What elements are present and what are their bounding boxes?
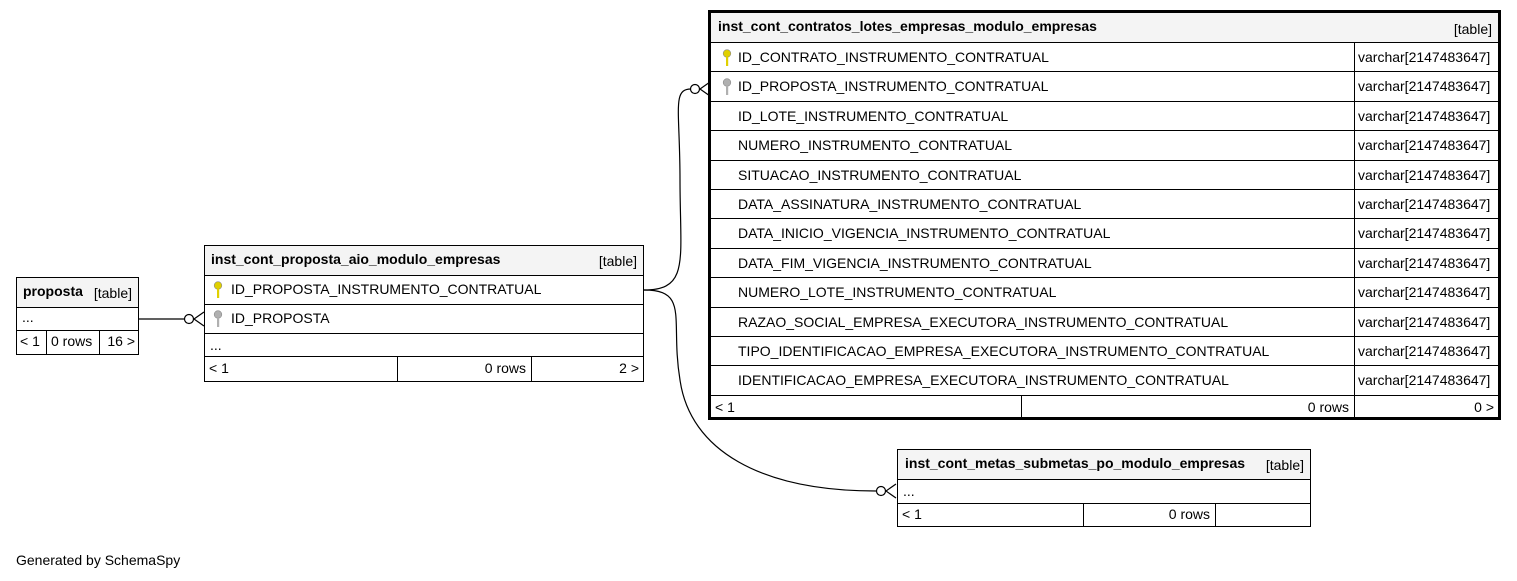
column-type: varchar[2147483647] bbox=[1358, 372, 1491, 389]
table-header: inst_cont_contratos_lotes_empresas_modul… bbox=[711, 13, 1498, 43]
primary-key-icon bbox=[722, 49, 732, 66]
footer-children: 0 > bbox=[1474, 399, 1494, 415]
ellipsis-row: ... bbox=[205, 334, 643, 357]
relationship-proposta-aio bbox=[139, 311, 205, 327]
column-type: varchar[2147483647] bbox=[1358, 313, 1491, 330]
divider bbox=[397, 357, 398, 381]
primary-key-icon bbox=[213, 281, 223, 298]
column-name: IDENTIFICACAO_EMPRESA_EXECUTORA_INSTRUME… bbox=[738, 372, 1229, 389]
column-divider bbox=[1354, 43, 1355, 418]
column-type: varchar[2147483647] bbox=[1358, 49, 1491, 65]
foreign-key-icon bbox=[722, 78, 732, 96]
column-name: ID_PROPOSTA_INSTRUMENTO_CONTRATUAL bbox=[738, 78, 1049, 95]
footer-parents: < 1 bbox=[20, 333, 40, 349]
table-inst-cont-proposta-aio[interactable]: inst_cont_proposta_aio_modulo_empresas [… bbox=[204, 245, 644, 382]
table-header: inst_cont_metas_submetas_po_modulo_empre… bbox=[898, 450, 1310, 480]
table-name: proposta bbox=[23, 283, 83, 299]
ellipsis: ... bbox=[210, 337, 222, 353]
table-type-label: [table] bbox=[93, 285, 132, 301]
divider bbox=[46, 331, 47, 354]
divider bbox=[531, 357, 532, 381]
column-type: varchar[2147483647] bbox=[1358, 284, 1491, 301]
footer-parents: < 1 bbox=[715, 399, 735, 415]
foreign-key-icon bbox=[213, 310, 223, 327]
footer-children: 16 > bbox=[107, 333, 135, 349]
column-row[interactable]: NUMERO_LOTE_INSTRUMENTO_CONTRATUAL varcha… bbox=[711, 278, 1498, 308]
divider bbox=[1021, 396, 1022, 420]
divider bbox=[99, 331, 100, 354]
table-inst-cont-contratos-lotes[interactable]: inst_cont_contratos_lotes_empresas_modul… bbox=[708, 10, 1501, 420]
footer-rows: 0 rows bbox=[1307, 399, 1349, 415]
column-type: varchar[2147483647] bbox=[1358, 196, 1491, 212]
footer-parents: < 1 bbox=[209, 360, 229, 376]
table-type-label: [table] bbox=[1265, 457, 1304, 473]
column-row[interactable]: ID_PROPOSTA bbox=[205, 305, 643, 334]
column-name: DATA_INICIO_VIGENCIA_INSTRUMENTO_CONTRAT… bbox=[738, 225, 1111, 242]
table-header: proposta [table] bbox=[17, 278, 138, 308]
relationship-aio-contratos bbox=[643, 81, 711, 291]
column-type: varchar[2147483647] bbox=[1358, 137, 1491, 154]
footer-rows: 0 rows bbox=[1168, 506, 1210, 522]
footer-rows: 0 rows bbox=[51, 333, 93, 349]
table-proposta[interactable]: proposta [table] ... < 1 0 rows 16 > bbox=[16, 277, 139, 355]
table-name: inst_cont_contratos_lotes_empresas_modul… bbox=[718, 18, 1097, 34]
column-row[interactable]: TIPO_IDENTIFICACAO_EMPRESA_EXECUTORA_INS… bbox=[711, 337, 1498, 367]
column-type: varchar[2147483647] bbox=[1358, 254, 1491, 271]
table-type-label: [table] bbox=[1453, 21, 1492, 37]
column-type: varchar[2147483647] bbox=[1358, 343, 1491, 359]
column-row[interactable]: ID_LOTE_INSTRUMENTO_CONTRATUAL varchar[21… bbox=[711, 102, 1498, 132]
column-name: ID_LOTE_INSTRUMENTO_CONTRATUAL bbox=[738, 107, 1009, 124]
column-name: NUMERO_INSTRUMENTO_CONTRATUAL bbox=[738, 137, 1013, 154]
column-row[interactable]: SITUACAO_INSTRUMENTO_CONTRATUAL varchar[2… bbox=[711, 161, 1498, 190]
column-name: ID_PROPOSTA_INSTRUMENTO_CONTRATUAL bbox=[231, 281, 542, 297]
column-row[interactable]: ID_PROPOSTA_INSTRUMENTO_CONTRATUAL varcha… bbox=[711, 72, 1498, 102]
column-name: DATA_ASSINATURA_INSTRUMENTO_CONTRATUAL bbox=[738, 196, 1082, 212]
column-name: ID_PROPOSTA bbox=[231, 310, 330, 326]
divider bbox=[1083, 504, 1084, 526]
column-name: SITUACAO_INSTRUMENTO_CONTRATUAL bbox=[738, 166, 1022, 183]
ellipsis: ... bbox=[903, 483, 915, 499]
footer-children: 2 > bbox=[619, 360, 639, 376]
column-row[interactable]: IDENTIFICACAO_EMPRESA_EXECUTORA_INSTRUME… bbox=[711, 366, 1498, 396]
column-name: DATA_FIM_VIGENCIA_INSTRUMENTO_CONTRATUAL bbox=[738, 254, 1092, 271]
footer-parents: < 1 bbox=[902, 506, 922, 522]
table-header: inst_cont_proposta_aio_modulo_empresas [… bbox=[205, 246, 643, 276]
table-name: inst_cont_proposta_aio_modulo_empresas bbox=[211, 251, 501, 267]
column-type: varchar[2147483647] bbox=[1358, 225, 1491, 242]
column-row[interactable]: ID_PROPOSTA_INSTRUMENTO_CONTRATUAL bbox=[205, 276, 643, 305]
table-type-label: [table] bbox=[598, 253, 637, 269]
column-name: ID_CONTRATO_INSTRUMENTO_CONTRATUAL bbox=[738, 49, 1049, 65]
column-type: varchar[2147483647] bbox=[1358, 107, 1491, 124]
generated-by-credit: Generated by SchemaSpy bbox=[16, 552, 181, 568]
divider bbox=[1215, 504, 1216, 526]
table-name: inst_cont_metas_submetas_po_modulo_empre… bbox=[905, 455, 1246, 471]
relationship-aio-metas bbox=[643, 289, 897, 499]
column-name: NUMERO_LOTE_INSTRUMENTO_CONTRATUAL bbox=[738, 284, 1057, 301]
table-inst-cont-metas-submetas[interactable]: inst_cont_metas_submetas_po_modulo_empre… bbox=[897, 449, 1311, 527]
column-row[interactable]: NUMERO_INSTRUMENTO_CONTRATUAL varchar[214… bbox=[711, 131, 1498, 161]
column-row[interactable]: DATA_FIM_VIGENCIA_INSTRUMENTO_CONTRATUAL… bbox=[711, 249, 1498, 279]
column-row[interactable]: DATA_ASSINATURA_INSTRUMENTO_CONTRATUAL va… bbox=[711, 190, 1498, 220]
ellipsis: ... bbox=[22, 309, 34, 325]
column-row[interactable]: DATA_INICIO_VIGENCIA_INSTRUMENTO_CONTRAT… bbox=[711, 219, 1498, 249]
column-type: varchar[2147483647] bbox=[1358, 78, 1491, 95]
column-name: TIPO_IDENTIFICACAO_EMPRESA_EXECUTORA_INS… bbox=[738, 343, 1270, 359]
ellipsis-row: ... bbox=[898, 480, 1310, 504]
column-row[interactable]: RAZAO_SOCIAL_EMPRESA_EXECUTORA_INSTRUMEN… bbox=[711, 308, 1498, 337]
column-type: varchar[2147483647] bbox=[1358, 166, 1491, 183]
column-name: RAZAO_SOCIAL_EMPRESA_EXECUTORA_INSTRUMEN… bbox=[738, 313, 1229, 330]
ellipsis-row: ... bbox=[17, 308, 138, 331]
column-row[interactable]: ID_CONTRATO_INSTRUMENTO_CONTRATUAL varcha… bbox=[711, 43, 1498, 73]
footer-rows: 0 rows bbox=[484, 360, 526, 376]
